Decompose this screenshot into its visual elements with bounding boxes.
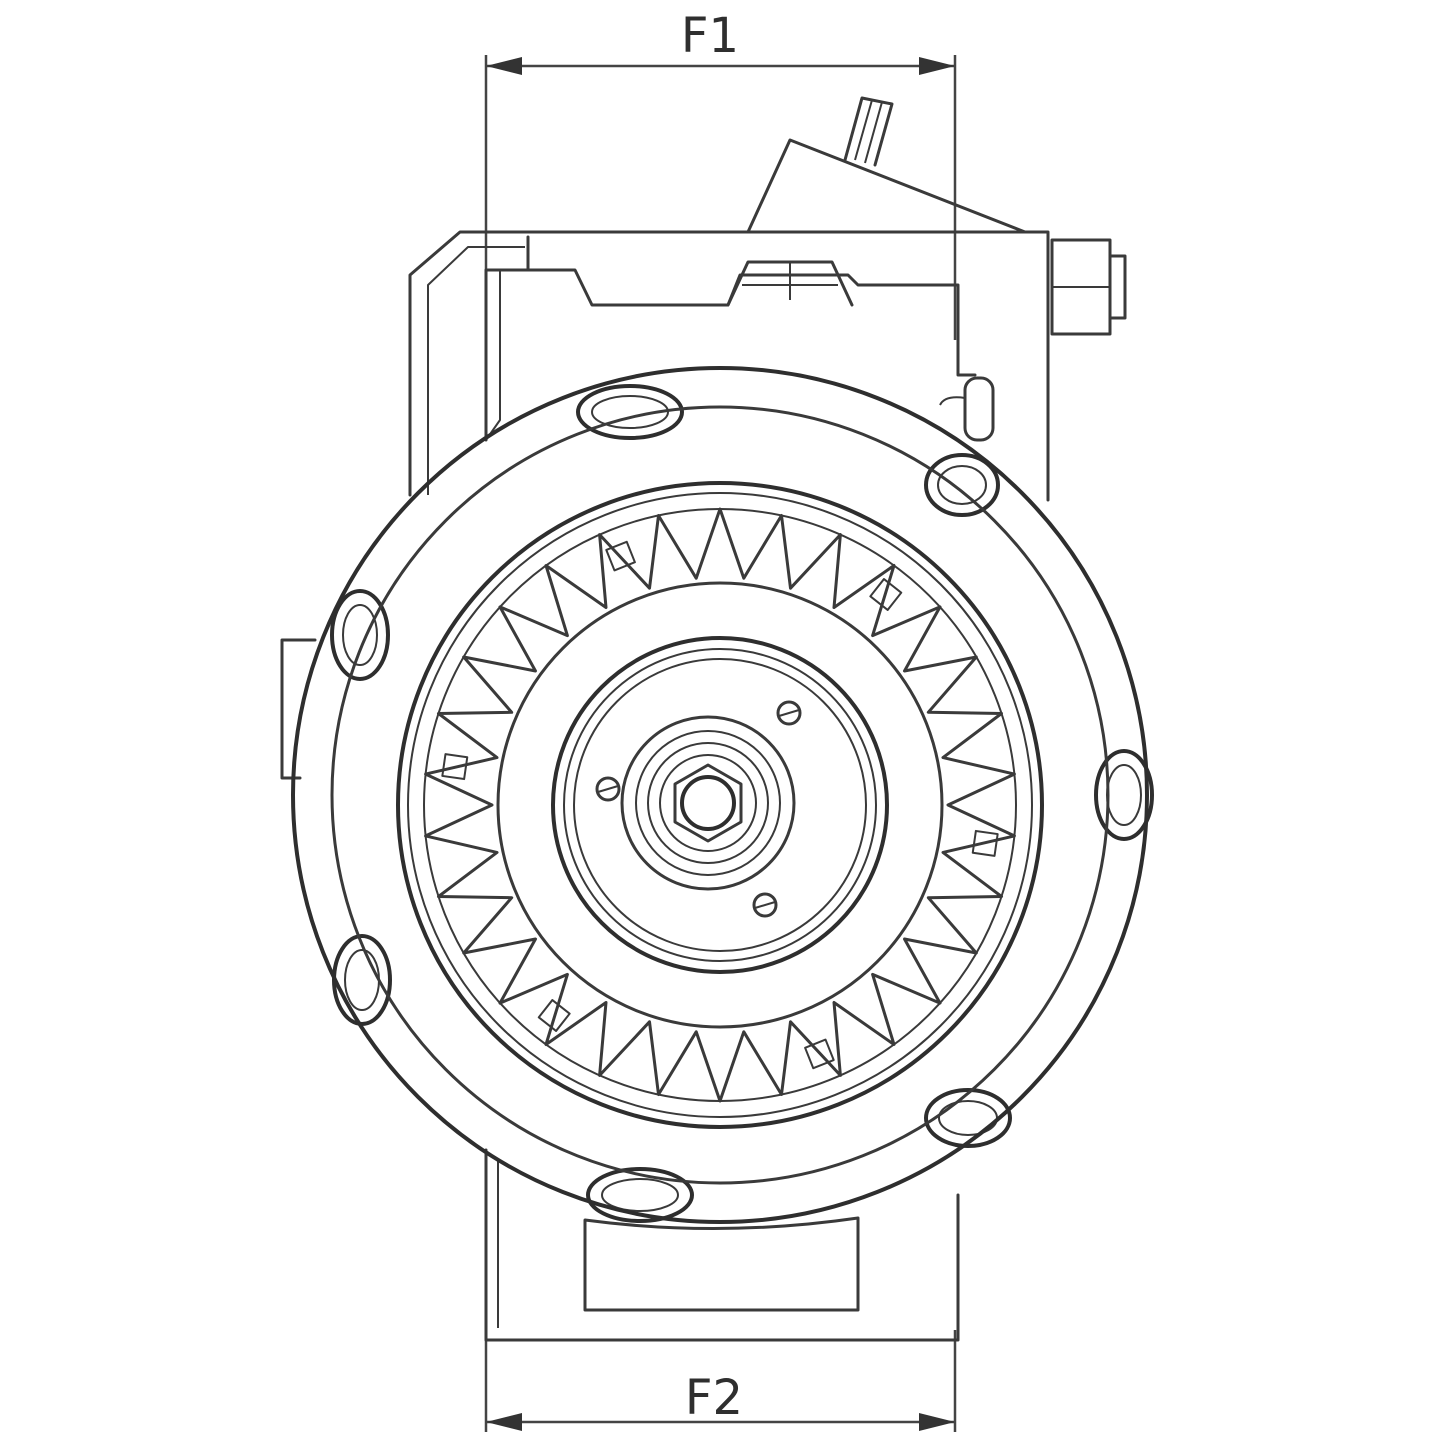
clutch-housing	[291, 366, 1149, 1224]
dimension-f2-arrow-right	[919, 1413, 955, 1431]
shaft-boss-ring-3	[659, 754, 757, 852]
shaft-boss-ring-1	[635, 730, 781, 876]
bolt-lug	[924, 453, 1000, 517]
bolt-lug	[1094, 749, 1154, 841]
side-fitting-cap	[1108, 254, 1127, 320]
bolt-lug	[330, 589, 390, 681]
pulley-window	[971, 829, 999, 857]
mount-pad	[583, 1216, 860, 1312]
shaft-boss-ring-2	[647, 742, 769, 864]
dimension-f2-arrow-left	[486, 1413, 522, 1431]
bottom-mount	[484, 1148, 960, 1342]
head-inner-edge	[427, 246, 525, 495]
rivet	[776, 700, 802, 726]
armature-inner-ring	[563, 648, 877, 962]
pulley-rim-inner	[407, 492, 1033, 1118]
shaft-boss-outer	[620, 715, 796, 891]
housing-outer-ring	[291, 366, 1149, 1224]
armature-outer-ring	[551, 636, 889, 974]
head-upper-profile	[484, 268, 977, 442]
mount-outline	[484, 1148, 960, 1342]
pulley-window	[441, 753, 469, 781]
dimension-f1-arrow-left	[486, 57, 522, 75]
switch-wire-2	[864, 101, 883, 164]
switch-connector	[843, 96, 894, 167]
pulley-window	[804, 1038, 835, 1070]
armature	[551, 636, 889, 974]
pulley-window	[869, 578, 903, 611]
bolt-lug	[576, 384, 684, 440]
pulley-window	[537, 999, 571, 1032]
head-left-step	[485, 270, 501, 441]
dimension-f1-arrow-right	[919, 57, 955, 75]
pulley-hub-face	[496, 581, 944, 1029]
pulley-window	[605, 540, 636, 572]
dimension-f1: F1	[484, 8, 957, 340]
head-boss	[963, 376, 995, 442]
switch-wire-1	[854, 99, 873, 161]
shaft-bore	[680, 775, 736, 831]
head-boss-fillet	[939, 396, 966, 406]
dimension-f1-label: F1	[681, 8, 739, 64]
left-tab	[280, 638, 317, 780]
housing-inner-ring	[330, 405, 1110, 1185]
pulley-outer-rim	[396, 481, 1044, 1129]
bolt-lug	[586, 1167, 694, 1223]
dimension-f2-label: F2	[685, 1370, 743, 1426]
compressor-head	[408, 96, 1127, 502]
switch-housing	[746, 138, 1027, 234]
rivet	[752, 892, 778, 918]
bolt-lug	[332, 934, 392, 1026]
pulley-groove-outer	[423, 508, 1017, 1102]
head-outline	[408, 230, 1050, 502]
pulley	[396, 481, 1044, 1129]
shaft-nut	[673, 763, 743, 843]
rivet	[595, 776, 621, 802]
dimension-f2: F2	[484, 1330, 957, 1432]
armature-face	[573, 658, 867, 952]
pulley-teeth	[424, 507, 1016, 1103]
pulley-windows	[441, 540, 999, 1070]
